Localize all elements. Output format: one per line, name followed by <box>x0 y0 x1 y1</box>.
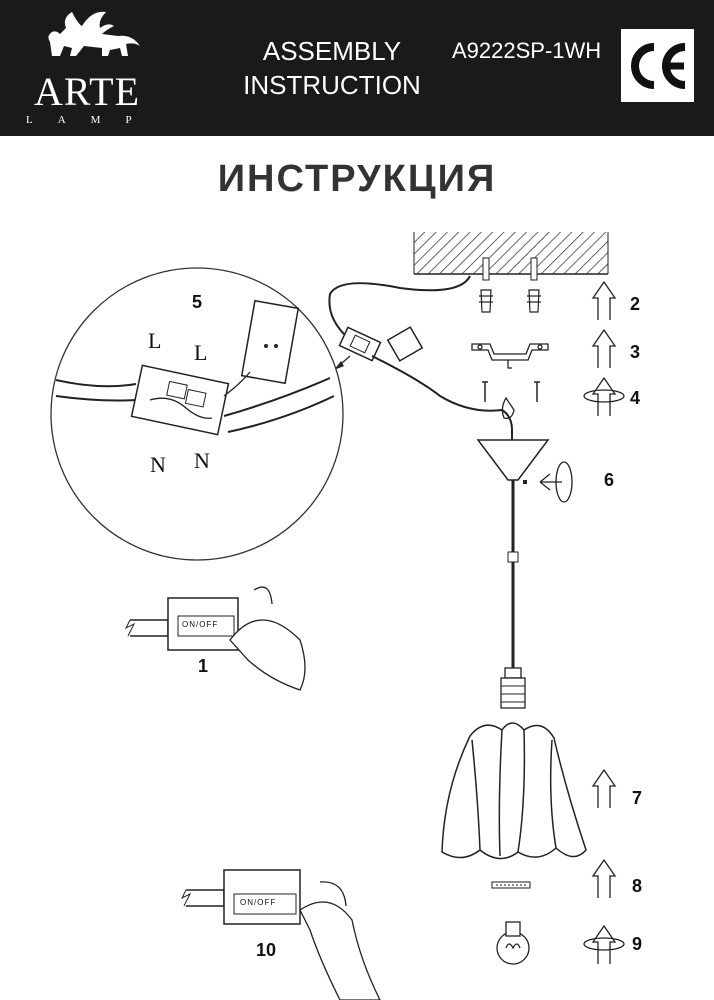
direction-arrows <box>539 281 625 965</box>
mounting-bracket <box>471 343 549 369</box>
hand-switch-off-illustration <box>124 586 306 691</box>
header-bar: ARTE LAMP ASSEMBLY INSTRUCTION A9222SP-1… <box>0 0 714 136</box>
step-number-4: 4 <box>630 388 641 408</box>
page-title: ИНСТРУКЦИЯ <box>217 158 497 200</box>
screws <box>482 381 540 402</box>
hand-switch-on-illustration <box>180 869 381 1000</box>
header-title: ASSEMBLY INSTRUCTION <box>232 34 432 102</box>
step-number-5: 5 <box>192 292 203 312</box>
step-number-6: 6 <box>604 470 615 490</box>
step-number-7: 7 <box>632 788 643 808</box>
arte-lamp-logo: ARTE LAMP <box>22 6 152 132</box>
wire-label-neutral-2: N <box>194 448 210 473</box>
wire-label-neutral-1: N <box>150 452 166 477</box>
model-number: A9222SP-1WH <box>452 38 602 63</box>
assembly-diagram <box>50 232 625 1000</box>
ce-mark-icon <box>631 43 686 89</box>
wiring-detail-circle <box>50 267 344 561</box>
step-number-9: 9 <box>632 934 643 954</box>
step-number-1: 1 <box>198 656 209 676</box>
canopy <box>476 430 550 484</box>
light-bulb <box>496 921 530 965</box>
lampshade <box>441 722 587 860</box>
wall-anchors <box>479 289 541 313</box>
terminal-text-10: ON/OFF <box>240 898 277 907</box>
lamp-cable <box>371 355 513 431</box>
terminal-cover <box>386 326 424 362</box>
header-title-line1: ASSEMBLY <box>262 36 402 66</box>
step-number-8: 8 <box>632 876 643 896</box>
step-number-2: 2 <box>630 294 641 314</box>
terminal-block <box>338 326 382 362</box>
header-title-line2: INSTRUCTION <box>243 70 421 100</box>
wire-label-live-1: L <box>148 328 162 353</box>
step-number-3: 3 <box>630 342 641 362</box>
wire-label-live-2: L <box>194 340 208 365</box>
cord-grip <box>507 551 519 563</box>
supply-cable <box>328 275 471 339</box>
brand-name: ARTE <box>33 69 141 114</box>
lamp-socket <box>500 667 526 709</box>
terminal-text-1: ON/OFF <box>182 620 219 629</box>
shade-ring <box>491 881 531 889</box>
ceiling <box>413 232 609 281</box>
step-number-10: 10 <box>256 940 277 960</box>
brand-sub: LAMP <box>26 114 157 126</box>
winged-lion-icon <box>48 11 140 56</box>
ce-mark <box>621 29 694 102</box>
